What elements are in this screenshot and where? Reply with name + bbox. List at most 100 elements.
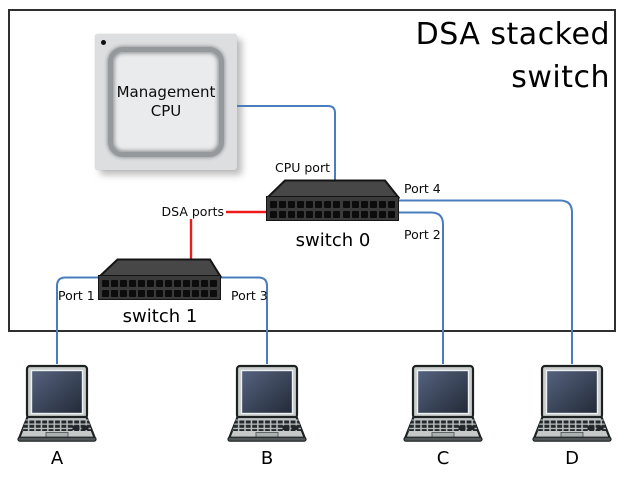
port-hole	[174, 279, 181, 287]
port-hole	[324, 200, 332, 208]
endpoint-a: A	[16, 364, 98, 469]
port-hole	[120, 279, 127, 287]
port-hole	[351, 200, 359, 208]
laptop-keyboard	[22, 419, 92, 431]
port-hole	[297, 200, 305, 208]
port-hole	[378, 200, 386, 208]
laptop-keyboard	[537, 419, 607, 431]
laptop-button	[81, 425, 89, 430]
port-hole	[210, 290, 217, 297]
laptop-keyboard	[232, 419, 302, 431]
port-hole	[315, 211, 323, 218]
laptop-display	[545, 369, 599, 415]
port-hole	[165, 290, 172, 297]
switch-0	[266, 179, 400, 224]
port-hole	[369, 200, 377, 208]
laptop-svg	[403, 364, 483, 442]
port-3-label: Port 3	[231, 288, 268, 303]
laptop-button	[587, 425, 595, 430]
switch-0-label: switch 0	[295, 230, 371, 251]
switch-1	[98, 258, 222, 303]
port-hole	[288, 211, 296, 218]
laptop-icon	[226, 364, 308, 442]
port-4-label: Port 4	[404, 181, 441, 196]
port-hole	[387, 200, 395, 208]
laptop-svg	[227, 364, 307, 442]
port-hole	[165, 279, 172, 287]
port-hole	[270, 200, 277, 208]
switch-1-front-panel	[98, 275, 221, 300]
laptop-icon	[16, 364, 98, 442]
dsa-ports-label: DSA ports	[161, 204, 224, 219]
port-hole	[315, 200, 323, 208]
laptop-button	[72, 425, 80, 430]
endpoint-label: B	[260, 448, 274, 469]
chip-label: Management CPU	[116, 83, 216, 120]
port-hole	[183, 279, 190, 287]
endpoint-label: C	[436, 448, 450, 469]
port-hole	[279, 200, 287, 208]
laptop-button	[291, 425, 299, 430]
port-hole	[201, 290, 208, 297]
port-hole	[306, 211, 314, 218]
laptop-button	[467, 425, 475, 430]
port-hole	[333, 211, 341, 218]
port-hole	[192, 290, 199, 297]
laptop-front-edge	[532, 436, 612, 442]
switch-1-label: switch 1	[122, 306, 198, 327]
port-hole	[138, 290, 145, 297]
port-hole	[183, 290, 190, 297]
port-hole	[342, 200, 350, 208]
port-hole	[333, 200, 341, 208]
port-hole	[378, 211, 386, 218]
port-hole	[192, 279, 199, 287]
endpoint-c: C	[402, 364, 484, 469]
port-hole	[279, 211, 287, 218]
endpoint-d: D	[531, 364, 613, 469]
port-hole	[138, 279, 145, 287]
endpoint-label: A	[50, 448, 64, 469]
port-2-label: Port 2	[404, 227, 441, 242]
laptop-front-edge	[17, 436, 97, 442]
laptop-button	[458, 425, 466, 430]
laptop-display	[240, 369, 294, 415]
port-hole	[387, 211, 395, 218]
switch-1-port-row-1	[102, 279, 217, 287]
laptop-icon	[402, 364, 484, 442]
diagram-title: DSA stacked switch	[415, 17, 610, 95]
laptop-display	[416, 369, 470, 415]
laptop-keyboard	[408, 419, 478, 431]
port-hole	[351, 211, 359, 218]
port-hole	[102, 279, 109, 287]
port-hole	[210, 279, 217, 287]
endpoint-b: B	[226, 364, 308, 469]
laptop-icon	[531, 364, 613, 442]
port-hole	[111, 279, 118, 287]
switch-1-port-row-2	[102, 290, 217, 297]
laptop-svg	[17, 364, 97, 442]
laptop-button	[596, 425, 604, 430]
port-hole	[129, 279, 136, 287]
diagram-frame	[8, 9, 616, 332]
switch-0-port-row-1	[270, 200, 395, 208]
port-hole	[324, 211, 332, 218]
port-hole	[369, 211, 377, 218]
port-hole	[360, 200, 368, 208]
chip-die: Management CPU	[108, 47, 224, 157]
port-hole	[270, 211, 277, 218]
laptop-front-edge	[403, 436, 483, 442]
port-hole	[147, 290, 154, 297]
chip-pin1-dot-icon	[101, 40, 106, 45]
laptop-button	[282, 425, 290, 430]
laptop-front-edge	[227, 436, 307, 442]
switch-0-port-row-2	[270, 211, 395, 218]
laptop-display	[30, 369, 84, 415]
port-hole	[360, 211, 368, 218]
port-hole	[102, 290, 109, 297]
port-hole	[111, 290, 118, 297]
port-hole	[288, 200, 296, 208]
port-hole	[306, 200, 314, 208]
port-hole	[147, 279, 154, 287]
cpu-port-label: CPU port	[274, 160, 330, 175]
